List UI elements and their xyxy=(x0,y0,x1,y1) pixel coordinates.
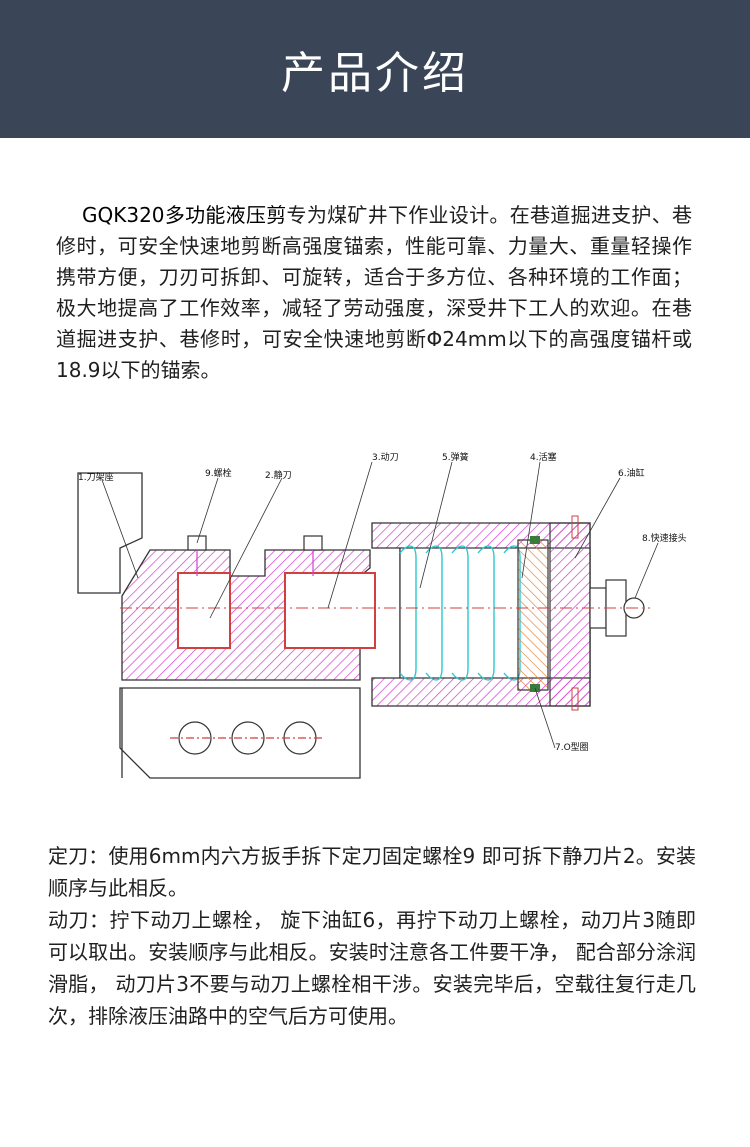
tool-holder-body xyxy=(77,472,361,779)
label-static-blade: 2.静刀 xyxy=(265,469,292,481)
intro-text: 专为煤矿井下作业设计。在巷道掘进支护、巷修时，可安全快速地剪断高强度锚索，性能可… xyxy=(56,203,693,382)
page-title: 产品介绍 xyxy=(281,48,469,99)
hydraulic-shear-drawing: 1.刀架座 9.螺栓 2.静刀 3.动刀 5.弹簧 4.活塞 6.油缸 8.快速… xyxy=(77,451,687,779)
label-cylinder: 6.油缸 xyxy=(618,467,645,479)
moving-blade xyxy=(284,572,376,649)
moving-blade-note: 动刀：拧下动刀上螺栓， 旋下油缸6，再拧下动刀上螺栓，动刀片3随即可以取出。安装… xyxy=(48,908,696,1028)
mounting-holes xyxy=(170,721,325,755)
label-piston: 4.活塞 xyxy=(530,451,557,463)
piston xyxy=(517,539,549,691)
header-banner: 产品介绍 xyxy=(0,0,750,138)
fixed-blade-note: 定刀：使用6mm内六方扳手拆下定刀固定螺栓9 即可拆下静刀片2。安装顺序与此相反… xyxy=(48,844,696,900)
label-moving-blade: 3.动刀 xyxy=(372,452,399,463)
label-bolt: 9.螺栓 xyxy=(205,467,232,479)
bolts xyxy=(187,535,323,576)
product-name: GQK320多功能液压剪 xyxy=(82,203,287,227)
label-spring: 5.弹簧 xyxy=(442,451,469,463)
label-holder: 1.刀架座 xyxy=(78,471,114,483)
label-oring: 7.O型圈 xyxy=(555,742,589,753)
cylinder-cap xyxy=(549,522,591,707)
label-connector: 8.快速接头 xyxy=(642,532,687,544)
static-blade xyxy=(177,572,231,649)
intro-paragraph: GQK320多功能液压剪专为煤矿井下作业设计。在巷道掘进支护、巷修时，可安全快速… xyxy=(56,200,692,386)
instructions: 定刀：使用6mm内六方扳手拆下定刀固定螺栓9 即可拆下静刀片2。安装顺序与此相反… xyxy=(48,840,696,1032)
